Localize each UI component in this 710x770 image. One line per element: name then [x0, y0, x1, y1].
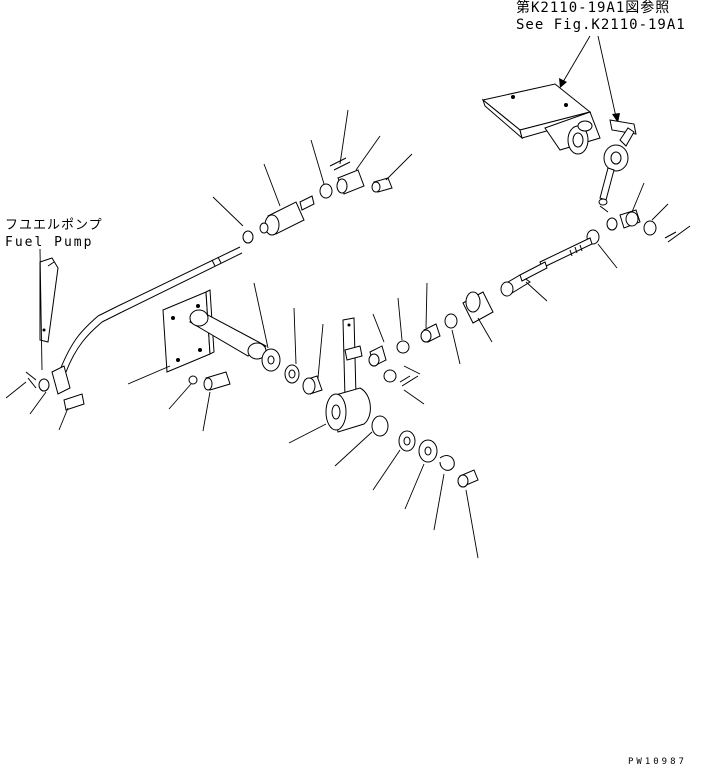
mounting-bracket — [162, 289, 323, 395]
coupler-tube — [444, 291, 494, 329]
bracket-washer — [188, 375, 198, 385]
drawing-code: PW10987 — [628, 757, 687, 767]
lever-bushing — [371, 415, 389, 437]
fuel-pump-label-english: Fuel Pump — [5, 235, 94, 250]
fuel-pump-label-japanese: フユエルポンプ — [5, 218, 103, 233]
reference-label-japanese: 第K2110-19A1図参照 — [516, 0, 671, 16]
coupler-nut — [444, 313, 458, 329]
leader-lines — [5, 109, 669, 559]
right-rod-end — [586, 209, 691, 245]
pedal-lever — [598, 119, 637, 213]
right-lock-nut — [643, 220, 657, 236]
pedal-assembly — [481, 83, 601, 155]
reference-arrows — [559, 35, 620, 123]
upper-turnbuckle — [259, 157, 393, 236]
fuel-pump-lever — [25, 257, 59, 389]
shaft-washer — [261, 348, 281, 372]
lever-arm — [325, 317, 479, 488]
center-linkage — [368, 323, 441, 387]
reference-label-english: See Fig.K2110-19A1 — [516, 17, 686, 33]
right-nut — [606, 217, 618, 231]
rod-bolt — [63, 393, 85, 411]
threaded-rod-right — [500, 237, 593, 297]
throttle-rod — [38, 230, 254, 411]
bracket-plate — [162, 291, 211, 373]
